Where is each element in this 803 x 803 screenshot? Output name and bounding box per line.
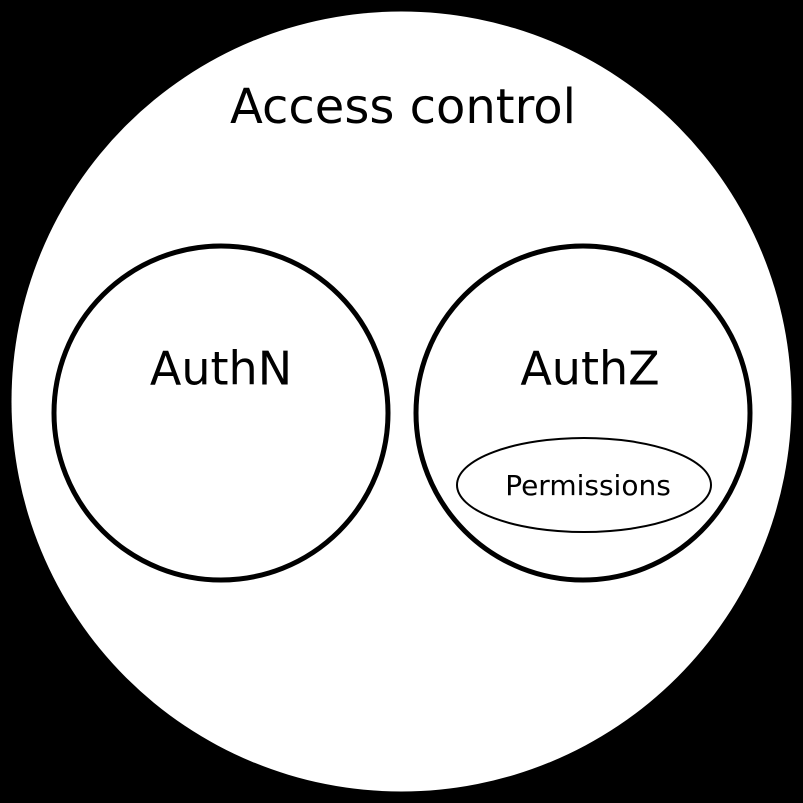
- set-shape-permissions[interactable]: [456, 437, 712, 533]
- set-label-authn: AuthN: [150, 342, 292, 396]
- set-label-authz: AuthZ: [520, 342, 659, 396]
- set-label-access-control: Access control: [230, 79, 576, 135]
- set-shape-authn[interactable]: [51, 243, 391, 583]
- set-label-permissions: Permissions: [505, 469, 671, 502]
- set-shape-access-control[interactable]: [11, 11, 792, 792]
